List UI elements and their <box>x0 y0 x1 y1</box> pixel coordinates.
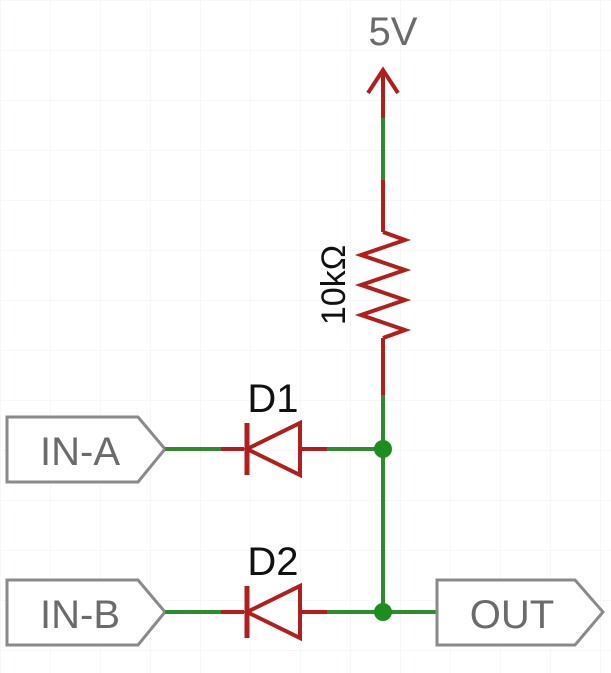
resistor-symbol <box>354 230 412 340</box>
port-out: OUT <box>435 578 605 647</box>
resistor-value-label: 10kΩ <box>315 245 353 325</box>
port-in-a-label: IN-A <box>40 430 120 474</box>
diode-d1-label: D1 <box>247 377 298 421</box>
supply-label: 5V <box>369 10 418 54</box>
diode-d2-symbol <box>221 582 327 642</box>
port-in-b: IN-B <box>5 578 167 647</box>
junction-dot <box>374 440 392 458</box>
supply-arrow-icon <box>366 66 400 118</box>
diode-d2-label: D2 <box>247 540 298 584</box>
port-in-b-label: IN-B <box>40 593 120 637</box>
port-out-label: OUT <box>470 593 554 637</box>
junction-dot <box>374 603 392 621</box>
port-in-a: IN-A <box>5 415 167 484</box>
diode-d1-symbol <box>221 419 327 479</box>
